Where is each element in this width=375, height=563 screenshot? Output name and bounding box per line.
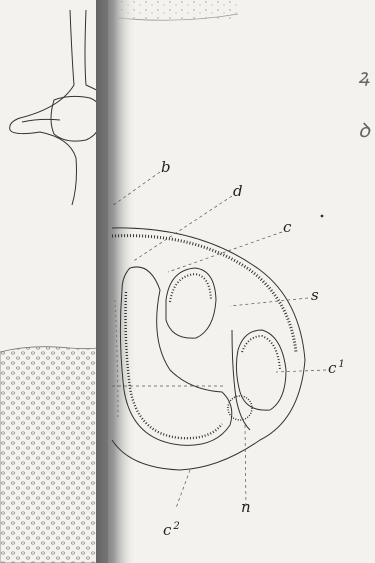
label-c2-main: c [163,521,171,539]
label-s: s [311,288,319,303]
label-n: n [241,500,251,515]
label-c1-superscript: 1 [338,359,344,370]
margin-glyph-2: ꝺ [358,116,370,143]
specimen-section [112,228,305,470]
label-d: d [233,184,243,199]
leader-lines [112,172,326,508]
label-c1-main: c [328,359,336,377]
label-b: b [161,160,171,175]
margin-glyph-1: ꝝ [358,62,370,89]
label-c2-superscript: 2 [173,521,179,532]
stippled-tissue-block [0,346,112,563]
label-c: c [283,220,291,235]
